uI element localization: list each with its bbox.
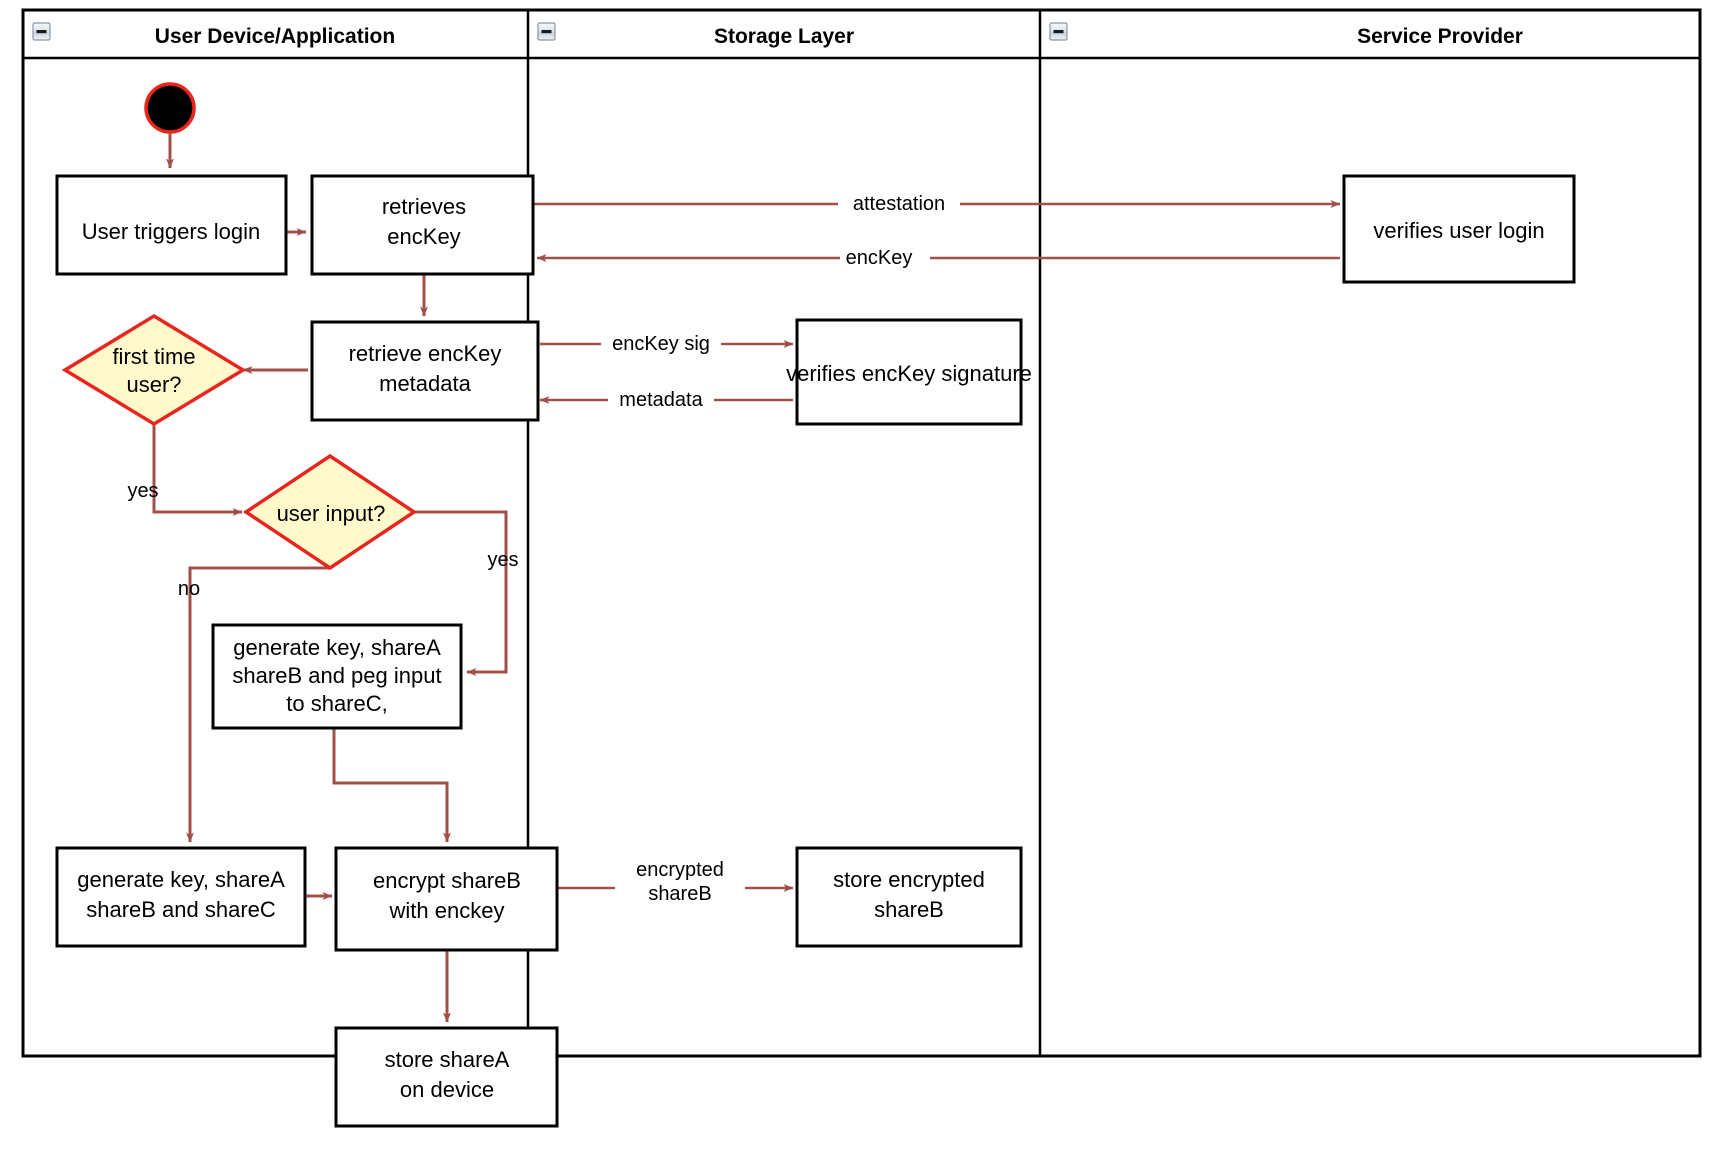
branch-label-no-userinput: no [178,578,200,600]
edge-firsttime-yes [152,415,243,516]
node-label-line2: on device [400,1077,494,1102]
node-encrypt-shareb[interactable]: encrypt shareB with enckey [334,846,559,952]
node-label-line1: encrypt shareB [373,868,521,893]
node-store-sharea[interactable]: store shareA on device [334,1026,559,1128]
edge-label-enckey: encKey [846,247,913,269]
edge-label-metadata: metadata [619,389,703,411]
node-label-line2: shareB and peg input [232,663,441,688]
node-label-line2: encKey [387,224,460,249]
edge-userinput-yes [414,510,508,676]
lane-header-user-device: User Device/Application [32,22,395,48]
edge-label-bg [601,332,721,356]
edge-label-bg [838,192,960,216]
node-generate-key-shares[interactable]: generate key, shareA shareB and shareC [55,846,307,948]
node-first-time-user-decision[interactable]: first time user? [61,313,247,427]
node-label: verifies user login [1373,218,1544,243]
minus-box-icon[interactable] [537,22,556,41]
node-label-line1: store shareA [385,1047,510,1072]
edge-label-bg [608,388,714,412]
lane-title-service-provider: Service Provider [1357,25,1523,48]
node-label-line1: generate key, shareA [77,867,285,892]
node-generate-key-peg[interactable]: generate key, shareA shareB and peg inpu… [211,623,463,730]
node-label: user input? [277,501,386,526]
branch-label-yes-firsttime: yes [127,480,158,502]
node-verifies-enckey-signature[interactable]: verifies encKey signature [786,318,1032,426]
node-label: User triggers login [82,219,261,244]
node-label: verifies encKey signature [786,361,1032,386]
lane-header-service-provider: Service Provider [1049,22,1523,48]
node-label-line1: store encrypted [833,867,985,892]
edge-userinput-no [186,566,330,843]
lane-title-user-device: User Device/Application [155,25,395,48]
edge-label-attestation: attestation [853,193,945,215]
node-label-line1: retrieve encKey [349,341,502,366]
node-label-line2: shareB [874,897,944,922]
node-user-triggers-login[interactable]: User triggers login [55,174,288,276]
edge-genpeg-to-encrypt [332,728,451,843]
initial-node[interactable] [144,82,196,134]
minus-box-icon[interactable] [1049,22,1068,41]
edge-label-bg [840,246,930,270]
node-store-encrypted-shareb[interactable]: store encrypted shareB [795,846,1023,948]
node-user-input-decision[interactable]: user input? [242,453,418,571]
node-label-line1: retrieves [382,194,466,219]
edge-label-bg [615,857,745,909]
edge-label-encrypted-line1: encrypted [636,859,724,881]
lane-title-storage: Storage Layer [714,25,854,48]
node-label-line1: generate key, shareA [233,635,441,660]
node-retrieves-enckey[interactable]: retrieves encKey [310,174,535,276]
node-label-line1: first time [112,344,195,369]
node-label-line2: user? [126,372,181,397]
node-label-line3: to shareC, [286,691,388,716]
lane-header-storage: Storage Layer [537,22,854,48]
branch-label-yes-userinput: yes [487,549,518,571]
node-verifies-user-login[interactable]: verifies user login [1342,174,1576,284]
edge-label-enckey-sig: encKey sig [612,333,710,355]
minus-box-icon[interactable] [32,22,51,41]
node-retrieve-enckey-metadata[interactable]: retrieve encKey metadata [310,320,540,422]
node-label-line2: shareB and shareC [86,897,276,922]
edge-label-encrypted-line2: shareB [648,883,711,905]
node-label-line2: with enckey [389,898,505,923]
node-label-line2: metadata [379,371,471,396]
